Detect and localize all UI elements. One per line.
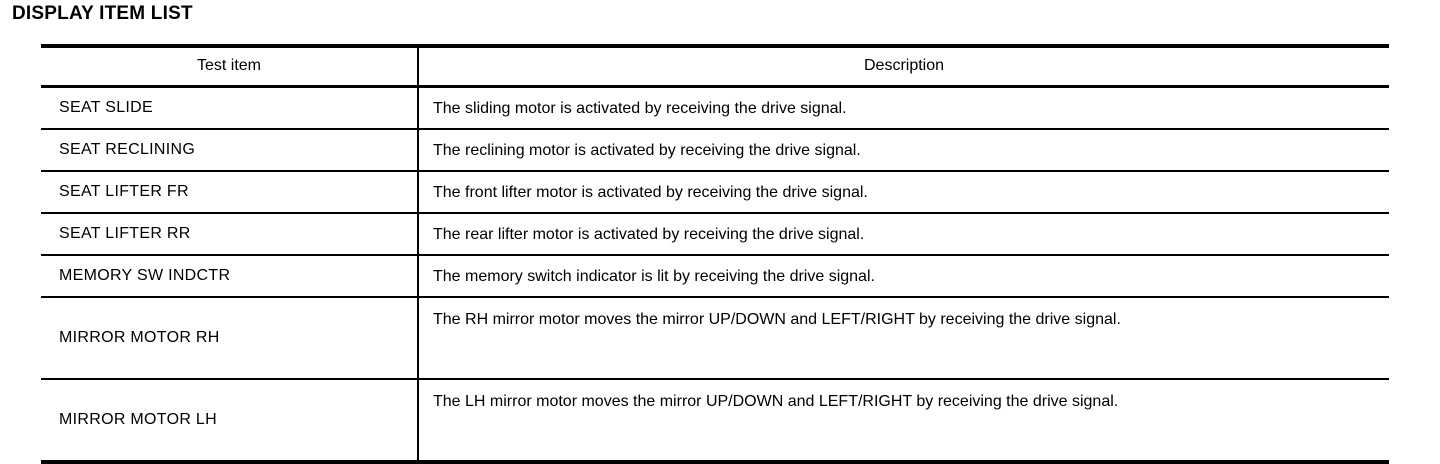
description-text: The rear lifter motor is activated by re… — [433, 225, 865, 243]
cell-test-item: SEAT LIFTER FR — [41, 171, 418, 214]
table-header: Test item Description — [41, 46, 1389, 88]
cell-description: The memory switch indicator is lit by re… — [417, 255, 1389, 298]
cell-description: The LH mirror motor moves the mirror UP/… — [417, 379, 1389, 462]
cell-test-item: MIRROR MOTOR RH — [41, 297, 418, 380]
table-row: SEAT LIFTER FR The front lifter motor is … — [41, 171, 1389, 214]
column-header-test-item: Test item — [41, 46, 418, 88]
test-item-label: SEAT SLIDE — [59, 99, 153, 116]
cell-test-item: SEAT LIFTER RR — [41, 213, 418, 256]
cell-description: The RH mirror motor moves the mirror UP/… — [417, 297, 1389, 380]
table-row: SEAT LIFTER RR The rear lifter motor is a… — [41, 213, 1389, 256]
cell-description: The front lifter motor is activated by r… — [417, 171, 1389, 214]
description-text: The LH mirror motor moves the mirror UP/… — [433, 393, 1119, 410]
test-item-label: SEAT LIFTER RR — [59, 225, 191, 242]
page-title: DISPLAY ITEM LIST — [12, 3, 193, 24]
table-row: MEMORY SW INDCTR The memory switch indica… — [41, 255, 1389, 298]
description-text: The memory switch indicator is lit by re… — [433, 267, 875, 285]
cell-test-item: SEAT RECLINING — [41, 129, 418, 172]
table-row: MIRROR MOTOR RH The RH mirror motor moves… — [41, 297, 1389, 380]
description-text: The reclining motor is activated by rece… — [433, 141, 861, 159]
display-item-list-table-container: Test item Description SEAT SLIDE The slid… — [41, 44, 1389, 464]
cell-test-item: MEMORY SW INDCTR — [41, 255, 418, 298]
table-row: MIRROR MOTOR LH The LH mirror motor moves… — [41, 379, 1389, 462]
table-row: SEAT SLIDE The sliding motor is activated… — [41, 86, 1389, 130]
test-item-label: SEAT LIFTER FR — [59, 183, 189, 200]
cell-test-item: MIRROR MOTOR LH — [41, 379, 418, 462]
table-row: SEAT RECLINING The reclining motor is act… — [41, 129, 1389, 172]
display-item-list-table: Test item Description SEAT SLIDE The slid… — [41, 44, 1389, 464]
cell-description: The reclining motor is activated by rece… — [417, 129, 1389, 172]
table-header-row: Test item Description — [41, 46, 1389, 88]
cell-test-item: SEAT SLIDE — [41, 86, 418, 130]
test-item-label: SEAT RECLINING — [59, 141, 196, 158]
column-header-description: Description — [417, 46, 1389, 88]
test-item-label: MIRROR MOTOR RH — [59, 329, 220, 346]
test-item-label: MEMORY SW INDCTR — [59, 267, 231, 284]
cell-description: The sliding motor is activated by receiv… — [417, 86, 1389, 130]
table-body: SEAT SLIDE The sliding motor is activated… — [41, 86, 1389, 462]
cell-description: The rear lifter motor is activated by re… — [417, 213, 1389, 256]
description-text: The sliding motor is activated by receiv… — [433, 99, 847, 117]
description-text: The RH mirror motor moves the mirror UP/… — [433, 311, 1121, 328]
description-text: The front lifter motor is activated by r… — [433, 183, 868, 201]
test-item-label: MIRROR MOTOR LH — [59, 411, 217, 428]
